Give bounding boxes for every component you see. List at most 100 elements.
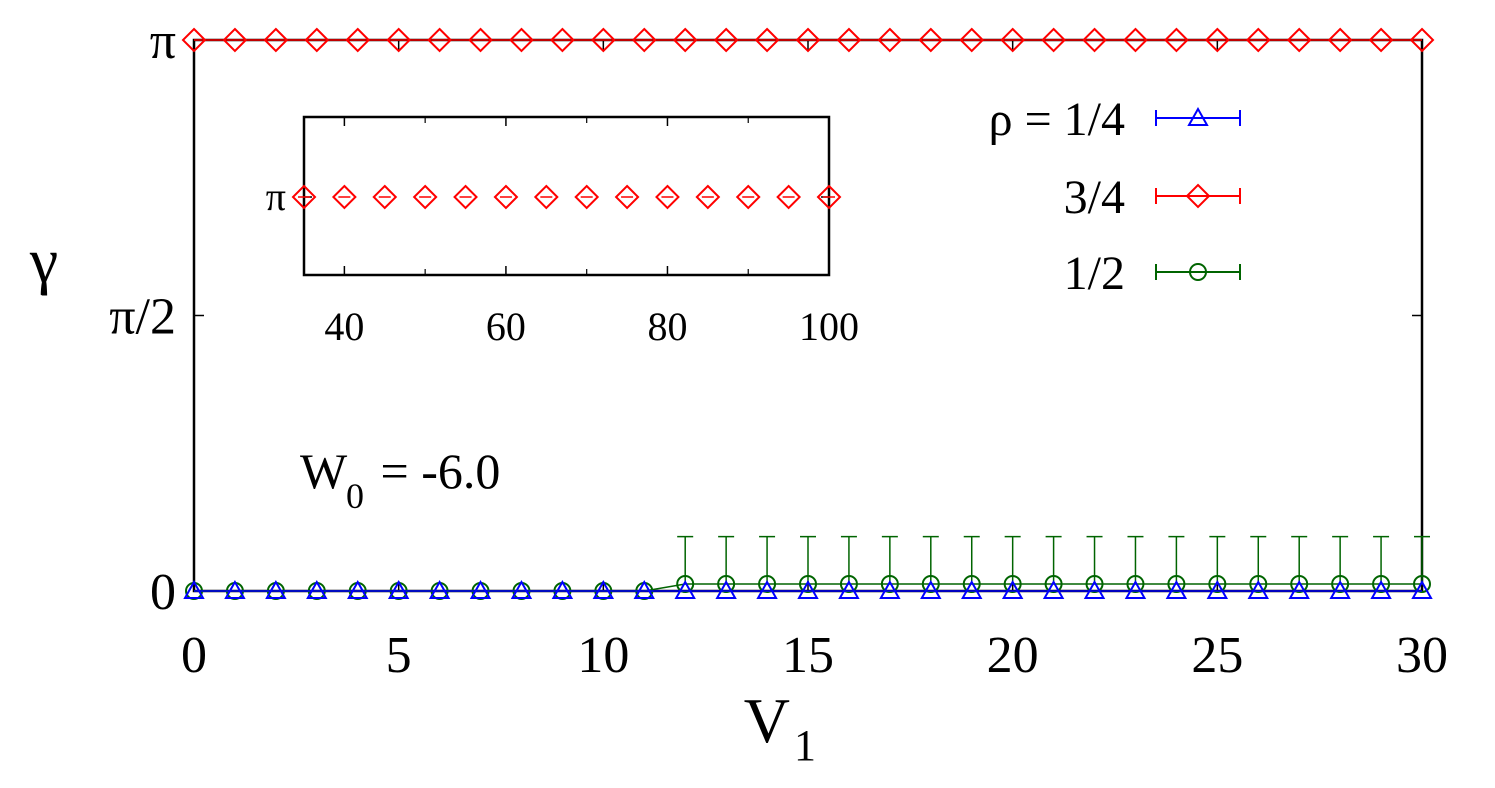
inset-data-point: [372, 184, 398, 210]
data-point: [263, 27, 289, 53]
data-point: [797, 579, 819, 599]
inset-data-point: [574, 184, 600, 210]
data-point: [551, 579, 574, 599]
data-point: [839, 574, 858, 593]
inset-series-3-4: [291, 184, 842, 210]
inset-data-point: [776, 184, 802, 210]
data-point: [427, 27, 453, 53]
data-point: [877, 27, 903, 53]
data-point: [468, 27, 493, 53]
inset-x-tick-label: 80: [647, 304, 687, 349]
data-point: [1329, 579, 1351, 599]
data-point: [1372, 574, 1391, 593]
data-point: [224, 579, 246, 599]
data-point: [1000, 27, 1026, 53]
data-point: [1245, 27, 1271, 53]
data-point: [795, 27, 821, 53]
data-point: [386, 27, 412, 53]
x-tick-label: 10: [577, 627, 629, 684]
data-point: [592, 579, 615, 599]
data-point: [306, 579, 328, 599]
data-point: [1083, 579, 1106, 599]
inset-data-point: [735, 184, 761, 210]
legend-marker: [1185, 183, 1211, 209]
inset-y-tick-label: π: [266, 174, 286, 219]
data-point: [1290, 574, 1309, 593]
data-point: [1204, 27, 1230, 53]
data-point: [509, 27, 534, 53]
x-tick-label: 30: [1396, 627, 1448, 684]
data-point: [674, 579, 696, 599]
data-point: [1327, 27, 1353, 53]
data-point: [961, 579, 983, 599]
data-point: [918, 27, 944, 53]
data-point: [1206, 579, 1229, 599]
data-point: [1126, 574, 1145, 593]
inset-data-point: [655, 184, 680, 210]
data-point: [921, 574, 940, 593]
legend: ρ = 1/43/41/2: [989, 93, 1241, 300]
data-point: [756, 579, 778, 599]
legend-marker: [1189, 263, 1207, 281]
inset-data-point: [533, 184, 559, 210]
annotation-w0-subscript: 0: [346, 476, 364, 516]
data-point: [1409, 27, 1435, 53]
series-3-4: [181, 27, 1435, 53]
data-point: [715, 579, 737, 599]
data-point: [345, 27, 371, 53]
inset-x-tick-label: 60: [486, 304, 526, 349]
data-point: [1085, 574, 1104, 593]
data-point: [1044, 574, 1063, 593]
annotation-w0: W: [300, 443, 348, 499]
data-point: [758, 574, 777, 593]
data-point: [754, 27, 780, 53]
x-tick-label: 5: [386, 627, 412, 684]
data-point: [304, 27, 330, 53]
inset-data-point: [614, 184, 640, 210]
y-axis-label: γ: [29, 225, 58, 296]
data-point: [510, 579, 533, 599]
data-point: [962, 574, 981, 593]
inset-data-point: [331, 184, 357, 210]
x-tick-label: 0: [181, 627, 207, 684]
data-point: [1167, 574, 1186, 593]
legend-marker: [1187, 106, 1209, 126]
y-tick-label: π/2: [109, 288, 176, 345]
data-point: [676, 574, 695, 593]
data-point: [469, 579, 492, 599]
data-point: [590, 27, 616, 53]
data-point: [799, 574, 817, 593]
data-point: [1370, 579, 1392, 599]
series-1-4: [183, 579, 1433, 599]
data-point: [717, 574, 736, 593]
data-point: [1288, 579, 1310, 599]
data-point: [1165, 579, 1188, 599]
data-point: [183, 579, 205, 599]
legend-item-1-4: ρ = 1/4: [989, 93, 1241, 146]
legend-label: 3/4: [1064, 171, 1125, 224]
annotation-w0-value: = -6.0: [368, 443, 500, 499]
inset-frame: [302, 115, 831, 277]
data-point: [1413, 574, 1431, 593]
x-axis-label-main: V: [744, 685, 790, 756]
x-tick-label: 15: [782, 627, 834, 684]
data-point: [959, 27, 985, 53]
data-point: [181, 27, 207, 53]
data-point: [1249, 574, 1268, 593]
data-point: [387, 579, 410, 599]
inset-x-tick-label: 100: [799, 304, 859, 349]
data-point: [265, 579, 287, 599]
data-point: [1368, 27, 1394, 53]
annotation-w0-main: W: [300, 443, 348, 499]
y-tick-label: π: [150, 13, 176, 70]
data-point: [836, 27, 862, 53]
data-point: [880, 574, 899, 593]
data-point: [428, 579, 451, 599]
data-point: [1286, 27, 1312, 53]
legend-item-3-4: 3/4: [1064, 171, 1241, 224]
x-tick-label: 25: [1191, 627, 1243, 684]
data-point: [1247, 579, 1269, 599]
data-point: [1124, 579, 1147, 599]
